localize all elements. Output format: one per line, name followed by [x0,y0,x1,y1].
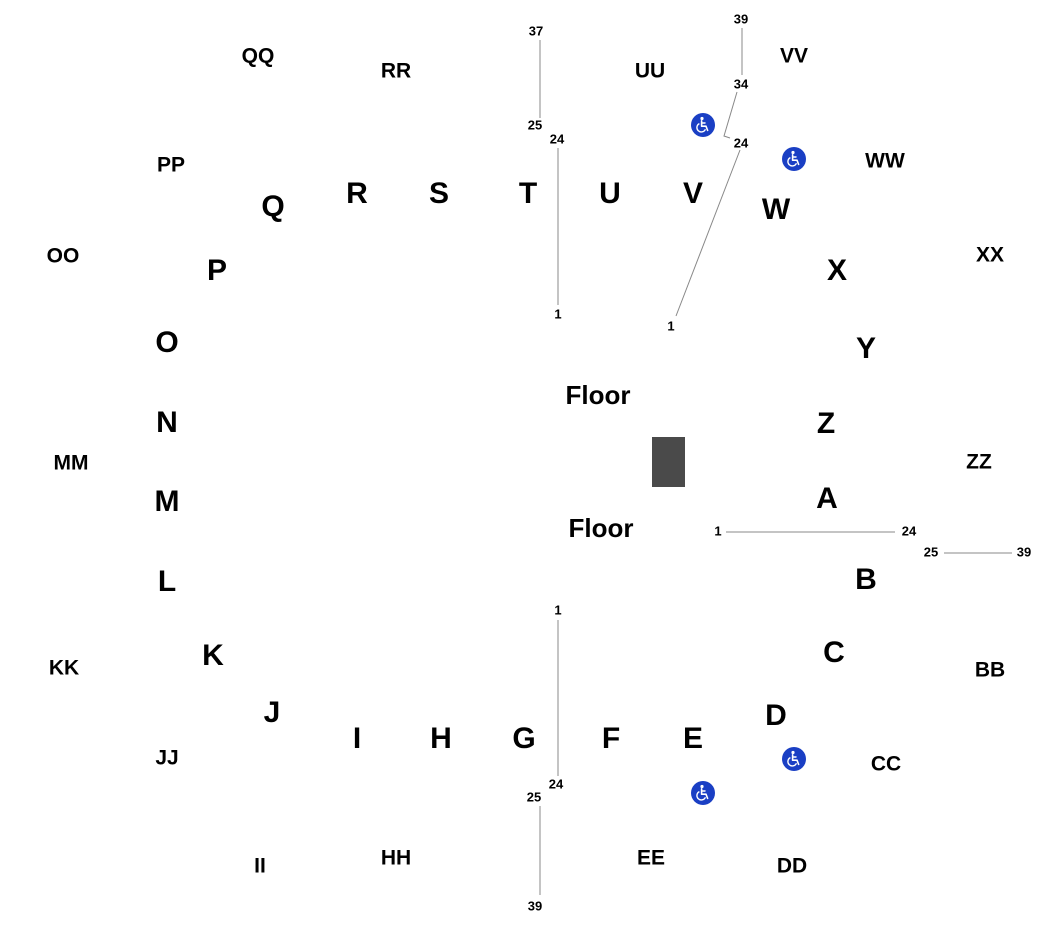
section-rr[interactable]: RR [380,59,412,83]
section-n[interactable]: N [156,406,178,439]
section-t[interactable]: T [518,177,538,210]
row-number: 25 [527,117,543,133]
section-ee[interactable]: EE [636,846,666,870]
section-d[interactable]: D [765,699,787,732]
section-kk[interactable]: KK [48,656,80,680]
row-number: 34 [733,76,749,92]
section-s[interactable]: S [428,177,450,210]
section-k[interactable]: K [202,639,224,672]
row-number: 1 [554,306,562,322]
section-x[interactable]: X [826,254,848,287]
section-xx[interactable]: XX [975,243,1005,267]
wheelchair-icon[interactable] [782,147,806,171]
section-b[interactable]: B [855,563,877,596]
section-e[interactable]: E [682,722,704,755]
section-mm[interactable]: MM [53,451,89,475]
floor-label[interactable]: Floor [568,513,634,543]
floor-label[interactable]: Floor [565,380,631,410]
section-zz[interactable]: ZZ [966,450,992,474]
section-ww[interactable]: WW [865,149,905,173]
section-q[interactable]: Q [261,190,285,223]
row-number: 24 [733,135,749,151]
stage [652,437,685,487]
section-dd[interactable]: DD [776,854,808,878]
row-number: 25 [526,789,542,805]
section-jj[interactable]: JJ [155,746,179,770]
section-f[interactable]: F [601,722,621,755]
wheelchair-icon[interactable] [691,781,715,805]
row-number: 24 [548,776,564,792]
section-uu[interactable]: UU [634,59,666,83]
section-l[interactable]: L [157,565,177,598]
row-number: 39 [733,11,749,27]
section-v[interactable]: V [682,177,704,210]
section-h[interactable]: H [430,722,452,755]
section-m[interactable]: M [154,485,180,518]
section-hh[interactable]: HH [380,846,412,870]
row-number: 24 [901,523,917,539]
section-g[interactable]: G [512,722,536,755]
section-r[interactable]: R [346,177,368,210]
row-number: 25 [923,544,939,560]
section-c[interactable]: C [823,636,845,669]
section-j[interactable]: J [263,696,281,729]
row-number: 37 [528,23,544,39]
row-number: 1 [667,318,675,334]
section-ii[interactable]: II [254,854,266,878]
section-a[interactable]: A [816,482,838,515]
section-i[interactable]: I [352,722,362,755]
row-line [723,91,738,139]
section-vv[interactable]: VV [779,44,809,68]
row-line [675,149,741,317]
row-number: 39 [527,898,543,914]
section-qq[interactable]: QQ [241,44,275,68]
section-pp[interactable]: PP [156,153,186,177]
row-number: 24 [549,131,565,147]
wheelchair-icon[interactable] [782,747,806,771]
section-p[interactable]: P [206,254,228,287]
wheelchair-icon[interactable] [691,113,715,137]
section-cc[interactable]: CC [870,752,902,776]
section-oo[interactable]: OO [46,244,80,268]
section-bb[interactable]: BB [974,658,1006,682]
section-u[interactable]: U [599,177,621,210]
row-number: 1 [554,602,562,618]
section-z[interactable]: Z [816,407,836,440]
section-o[interactable]: O [155,326,179,359]
row-number: 1 [714,523,722,539]
section-y[interactable]: Y [855,332,877,365]
row-number: 39 [1016,544,1032,560]
section-w[interactable]: W [761,193,791,226]
